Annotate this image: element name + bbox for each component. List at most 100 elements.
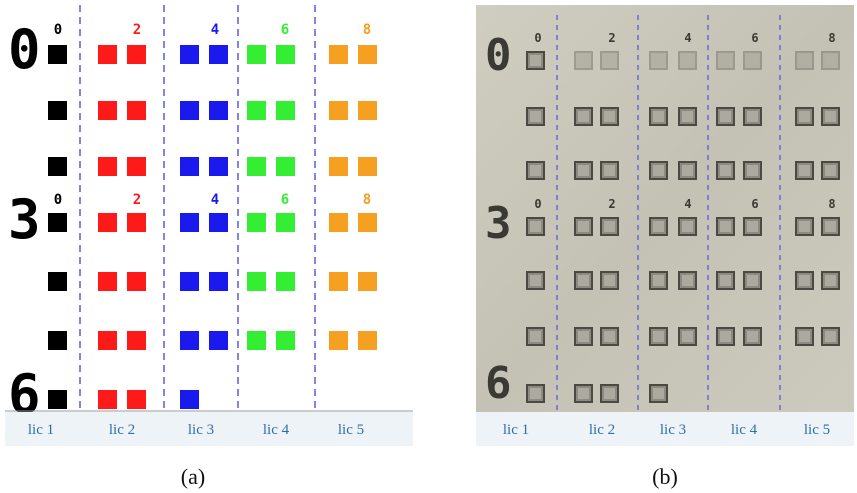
cell-inner xyxy=(604,388,615,399)
cell-square xyxy=(48,272,67,291)
cell-square xyxy=(358,272,377,291)
cell-square xyxy=(98,45,117,64)
cell-square xyxy=(48,390,67,409)
column-digit: 2 xyxy=(133,192,141,208)
column-label: lic 4 xyxy=(731,422,758,438)
column-digit: 8 xyxy=(828,31,835,45)
cell-square xyxy=(247,272,266,291)
cell-square xyxy=(180,101,199,120)
cell-inner xyxy=(604,221,615,232)
column-digit: 2 xyxy=(133,22,141,38)
cell-inner xyxy=(720,165,731,176)
cell-square xyxy=(276,157,295,176)
cell-square xyxy=(180,331,199,350)
cell-square xyxy=(276,45,295,64)
column-label: lic 2 xyxy=(589,422,615,438)
cell-square xyxy=(329,331,348,350)
cell-inner xyxy=(653,275,664,286)
column-digit: 4 xyxy=(684,31,691,45)
column-label: lic 4 xyxy=(263,422,290,438)
row-digit: 0 xyxy=(485,30,512,81)
column-digit: 0 xyxy=(54,192,62,208)
row-digit: 3 xyxy=(485,198,512,249)
cell-square xyxy=(716,51,735,70)
cell-square xyxy=(358,45,377,64)
panel-a-cells xyxy=(48,45,377,409)
row-digit: 0 xyxy=(8,18,41,81)
cell-square xyxy=(127,45,146,64)
cell-inner xyxy=(653,165,664,176)
cell-square xyxy=(98,272,117,291)
panel-a-row-digits: 036 xyxy=(8,18,41,426)
cell-square xyxy=(48,331,67,350)
cell-square xyxy=(209,45,228,64)
cell-inner xyxy=(653,55,664,66)
column-digit: 4 xyxy=(211,192,219,208)
column-digit: 8 xyxy=(363,22,371,38)
cell-inner xyxy=(578,55,589,66)
cell-inner xyxy=(747,111,758,122)
cell-square xyxy=(98,331,117,350)
column-digit: 0 xyxy=(534,31,541,45)
cell-inner xyxy=(682,221,693,232)
cell-inner xyxy=(799,221,810,232)
cell-inner xyxy=(578,221,589,232)
cell-inner xyxy=(720,55,731,66)
cell-inner xyxy=(747,331,758,342)
cell-square xyxy=(127,390,146,409)
cell-inner xyxy=(825,165,836,176)
cell-inner xyxy=(530,331,541,342)
cell-square xyxy=(127,101,146,120)
column-digit: 8 xyxy=(363,192,371,208)
cell-square xyxy=(209,213,228,232)
cell-square xyxy=(247,101,266,120)
column-label: lic 2 xyxy=(109,422,135,438)
cell-inner xyxy=(578,331,589,342)
column-digit: 0 xyxy=(534,197,541,211)
cell-inner xyxy=(653,331,664,342)
cell-inner xyxy=(604,165,615,176)
column-label: lic 1 xyxy=(28,422,54,438)
cell-square xyxy=(127,331,146,350)
column-digit: 4 xyxy=(211,22,219,38)
cell-square xyxy=(358,101,377,120)
cell-inner xyxy=(720,221,731,232)
cell-inner xyxy=(747,275,758,286)
panel-a-caption: (a) xyxy=(181,464,205,489)
panel-b-label-strip xyxy=(476,412,854,446)
cell-inner xyxy=(578,165,589,176)
cell-square xyxy=(329,101,348,120)
cell-inner xyxy=(720,331,731,342)
column-label: lic 3 xyxy=(188,422,214,438)
column-digit: 2 xyxy=(608,31,615,45)
cell-inner xyxy=(604,275,615,286)
row-digit: 6 xyxy=(485,358,512,409)
cell-square xyxy=(574,51,593,70)
column-digit: 6 xyxy=(751,197,758,211)
cell-square xyxy=(743,51,762,70)
column-label: lic 5 xyxy=(804,422,830,438)
cell-square xyxy=(127,157,146,176)
cell-inner xyxy=(799,331,810,342)
cell-inner xyxy=(799,275,810,286)
cell-square xyxy=(209,331,228,350)
column-digit: 0 xyxy=(54,22,62,38)
cell-square xyxy=(180,390,199,409)
cell-inner xyxy=(530,221,541,232)
panel-b-caption: (b) xyxy=(652,464,678,489)
cell-square xyxy=(48,101,67,120)
column-digit: 6 xyxy=(751,31,758,45)
cell-inner xyxy=(604,55,615,66)
cell-inner xyxy=(720,275,731,286)
cell-square xyxy=(247,331,266,350)
cell-inner xyxy=(530,55,541,66)
cell-square xyxy=(98,101,117,120)
cell-square xyxy=(180,157,199,176)
cell-inner xyxy=(682,165,693,176)
column-digit: 4 xyxy=(684,197,691,211)
